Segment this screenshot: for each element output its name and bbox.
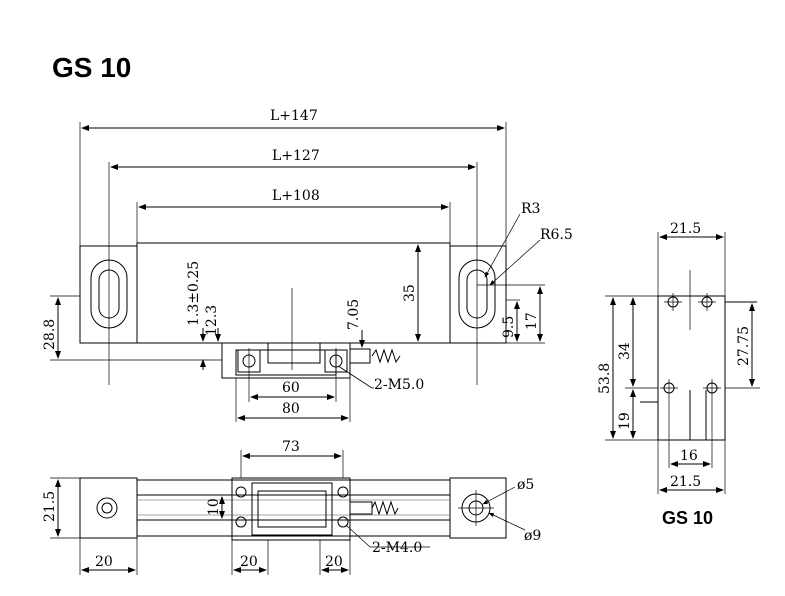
callout-m5: 2-M5.0	[374, 377, 424, 393]
dim-r3: R3	[521, 201, 540, 217]
dim-73: 73	[282, 439, 300, 455]
dim-34: 34	[617, 342, 633, 360]
dim-1-3-tolerance: 1.3±0.25	[186, 261, 202, 326]
left-end-hole-icon	[96, 497, 118, 519]
top-left-end	[79, 477, 138, 539]
top-hole-3-icon	[337, 486, 349, 498]
side-view-title: GS 10	[662, 508, 714, 528]
dim-7-05: 7.05	[346, 299, 362, 330]
dim-20-right: 20	[325, 554, 343, 570]
drawing-title: GS 10	[52, 52, 132, 83]
top-view: 73 21.5 10 20 20 20 ø5 ø9 2-M4.0	[42, 439, 541, 575]
dim-35: 35	[402, 284, 418, 302]
dim-l147: L+147	[270, 108, 318, 124]
dim-60: 60	[282, 380, 300, 396]
dim-dia5: ø5	[517, 477, 534, 493]
dim-19: 19	[617, 412, 633, 430]
top-hole-1-icon	[235, 486, 247, 498]
dim-20-mid: 20	[240, 554, 258, 570]
dim-21-5-side-bottom: 21.5	[670, 474, 701, 490]
cable-spring-icon	[371, 348, 401, 364]
dim-10: 10	[206, 498, 222, 516]
dim-80: 80	[282, 401, 300, 417]
dim-53-8: 53.8	[597, 363, 613, 394]
side-view: 21.5 53.8 34 19 27.75 16 21.5	[597, 221, 760, 494]
dim-l108: L+108	[272, 188, 320, 204]
front-view: L+147 L+127 L+108 R3 R6.5 35 28.8 1.3±0.…	[42, 108, 573, 422]
dim-16: 16	[680, 448, 698, 464]
top-spring-icon	[371, 500, 399, 516]
dim-9-5: 9.5	[501, 316, 517, 338]
dim-27-75: 27.75	[736, 326, 752, 366]
dim-12-3: 12.3	[204, 305, 220, 336]
dim-21-5-side-top: 21.5	[670, 221, 701, 237]
top-body	[136, 479, 451, 537]
callout-m4: 2-M4.0	[372, 540, 422, 556]
dim-dia9: ø9	[524, 528, 541, 544]
dim-r6-5: R6.5	[540, 227, 573, 243]
side-body	[657, 295, 726, 441]
top-hole-2-icon	[235, 516, 247, 528]
dim-20-left: 20	[95, 554, 113, 570]
dim-17: 17	[524, 312, 540, 330]
dim-l127: L+127	[272, 148, 320, 164]
dim-21-5-top-view: 21.5	[42, 491, 58, 522]
reading-head	[221, 342, 351, 379]
top-hole-4-icon	[337, 516, 349, 528]
dim-28-8: 28.8	[42, 319, 58, 350]
